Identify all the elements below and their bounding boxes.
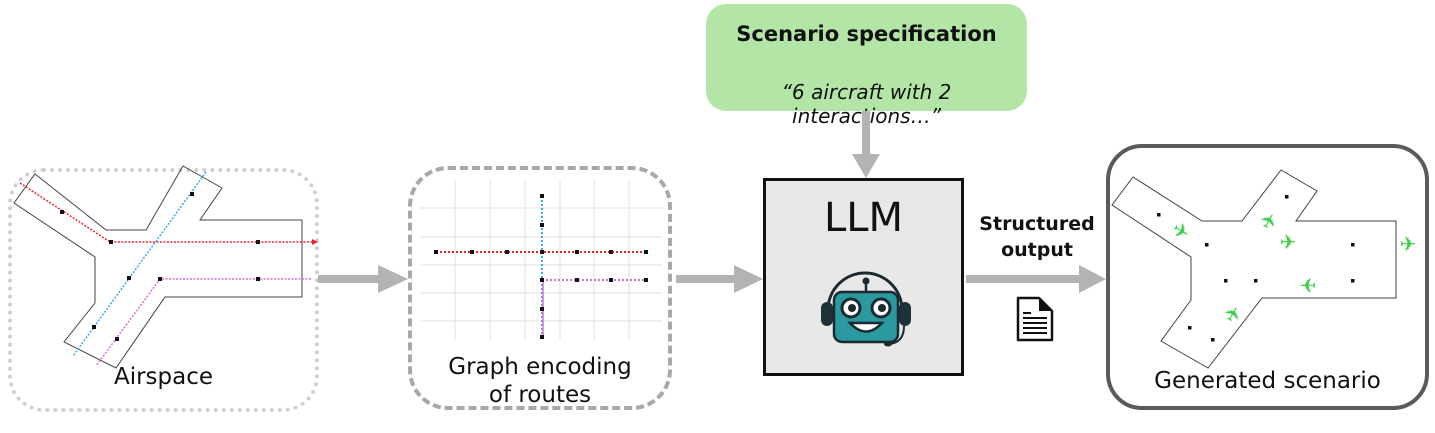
generated-scenario-panel: Generated scenario [1106,144,1429,410]
airspace-outline [13,165,303,369]
aircraft-icon: ✈ [1280,230,1297,254]
graph-encoding-label-line1: Graph encoding [448,354,632,380]
generated-scenario-label: Generated scenario [1154,368,1381,394]
structured-output-line2: output [1001,238,1073,261]
aircraft-icon: ✈ [1218,301,1247,328]
graph-nodes [434,194,648,339]
structured-output-label: Structured output [966,212,1108,263]
aircraft-icon: ✈ [1168,216,1195,245]
scenario-specification-title: Scenario specification [736,22,997,46]
airspace-panel: Airspace [8,168,319,412]
aircraft-icon: ✈ [1400,232,1417,256]
airspace-waypoints [60,192,260,341]
generated-waypoints [1157,195,1355,342]
graph-encoding-panel: Graph encoding of routes [408,166,672,410]
generated-airspace-outline [1111,169,1397,369]
llm-box: LLM [763,178,964,376]
llm-label: LLM [823,195,904,241]
graph-encoding-label-line2: of routes [488,382,592,408]
airspace-label: Airspace [113,364,214,390]
aircraft-icon: ✈ [1300,273,1317,297]
route-red [19,182,312,243]
structured-output-line1: Structured [979,213,1095,235]
